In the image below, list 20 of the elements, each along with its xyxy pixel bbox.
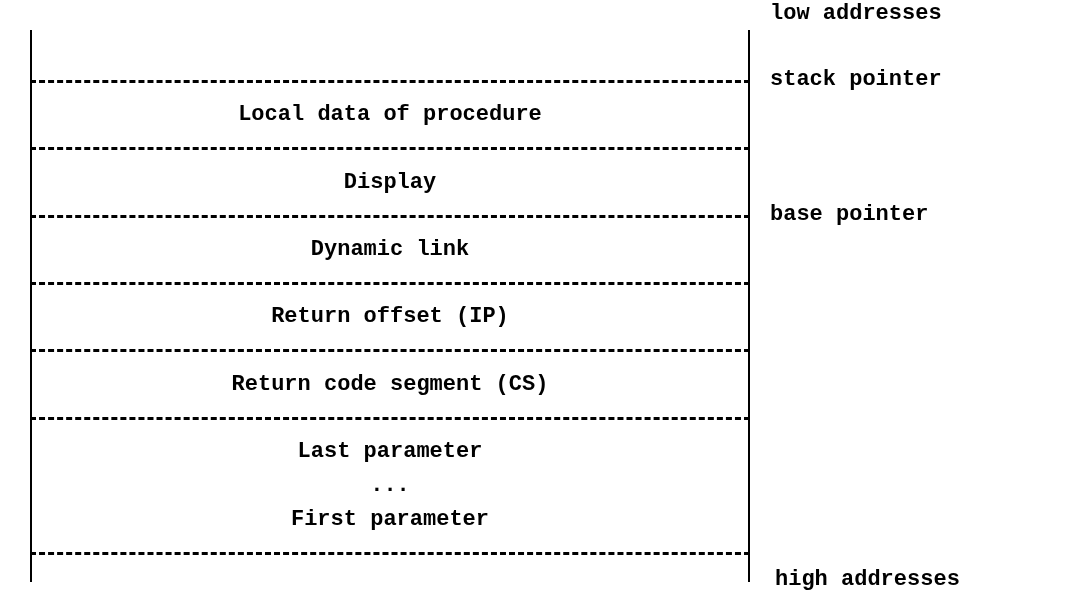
stack-slot — [30, 282, 750, 349]
slot-label: Local data of procedure — [238, 101, 542, 129]
pointer-label: base pointer — [770, 201, 929, 229]
slot-label: Display — [343, 168, 437, 197]
address-direction-label: low addresses — [770, 0, 942, 28]
stack-slot — [30, 417, 750, 552]
slot-label: Dynamic link — [310, 236, 470, 264]
address-direction-label: high addresses — [775, 566, 960, 594]
pointer-label: stack pointer — [770, 66, 942, 94]
slot-label: ... — [370, 472, 410, 500]
slot-label: Return offset (IP) — [271, 303, 509, 331]
slot-label: Return code segment (CS) — [231, 370, 549, 399]
stack-slot — [30, 147, 750, 215]
slot-label: Last parameter — [297, 438, 483, 466]
stack-slot — [30, 215, 750, 282]
stack-slot — [30, 80, 750, 147]
empty-stack-slot — [30, 552, 750, 582]
empty-stack-slot — [30, 30, 750, 80]
slot-label: First parameter — [290, 506, 489, 534]
stack-slot — [30, 349, 750, 417]
